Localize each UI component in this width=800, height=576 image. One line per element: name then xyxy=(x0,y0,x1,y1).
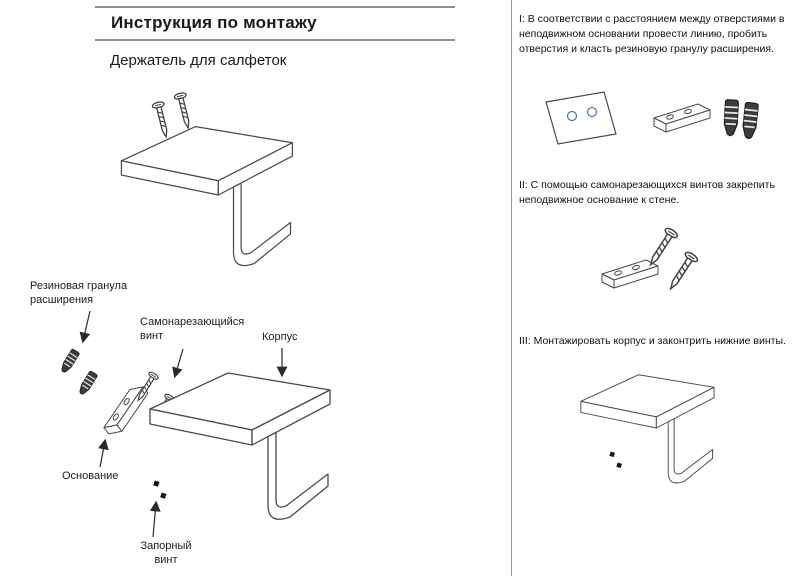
napkin-holder-drawing xyxy=(120,125,294,267)
wall-anchor-icon xyxy=(76,370,99,397)
screw-icon xyxy=(151,100,173,139)
label-self-tapping-screw: Самонарезающийся винт xyxy=(140,316,245,342)
step-3-drawing xyxy=(580,374,715,484)
locking-screw-icon xyxy=(153,480,160,487)
product-name: Держатель для салфеток xyxy=(110,52,287,69)
step-1-text: I: В соответствии с расстоянием между от… xyxy=(519,13,785,56)
title-block: Инструкция по монтажу xyxy=(95,6,455,41)
step-2-drawing xyxy=(601,225,700,294)
arrow xyxy=(79,310,91,344)
wall-anchor-icon xyxy=(741,101,760,140)
base-plate-drawing xyxy=(94,381,158,440)
arrow xyxy=(98,438,109,468)
assembled-product-drawing xyxy=(120,91,294,267)
label-locking-screw: Запорный винт xyxy=(140,540,192,566)
napkin-holder-drawing xyxy=(149,372,331,520)
locking-screw-icon xyxy=(616,462,622,469)
drill-hole-icon xyxy=(566,110,578,122)
locking-screw-icon xyxy=(609,451,615,458)
step-2-text: II: С помощью самонарезающихся винтов за… xyxy=(519,179,775,207)
screw-icon xyxy=(664,249,700,294)
napkin-holder-drawing xyxy=(580,374,715,484)
column-divider xyxy=(511,0,512,576)
wall-anchor-icon xyxy=(58,348,81,375)
screw-icon xyxy=(173,91,195,130)
label-base: Основание xyxy=(62,470,119,482)
step-1-drawing xyxy=(545,91,760,145)
base-plate-drawing xyxy=(653,103,711,133)
locking-screw-icon xyxy=(160,492,167,499)
wall-marking-drawing xyxy=(545,91,617,145)
wall-anchor-icon xyxy=(722,98,740,137)
page-title: Инструкция по монтажу xyxy=(111,13,317,32)
label-body: Корпус xyxy=(262,331,298,343)
exploded-view-drawing xyxy=(58,310,331,538)
label-rubber-granule: Резиновая гранула расширения xyxy=(30,280,128,306)
base-plate-drawing xyxy=(601,259,659,289)
drill-hole-icon xyxy=(586,106,598,118)
step-3-text: III: Монтажировать корпус и законтрить н… xyxy=(519,335,786,347)
arrow xyxy=(149,500,161,538)
arrow xyxy=(172,348,184,379)
